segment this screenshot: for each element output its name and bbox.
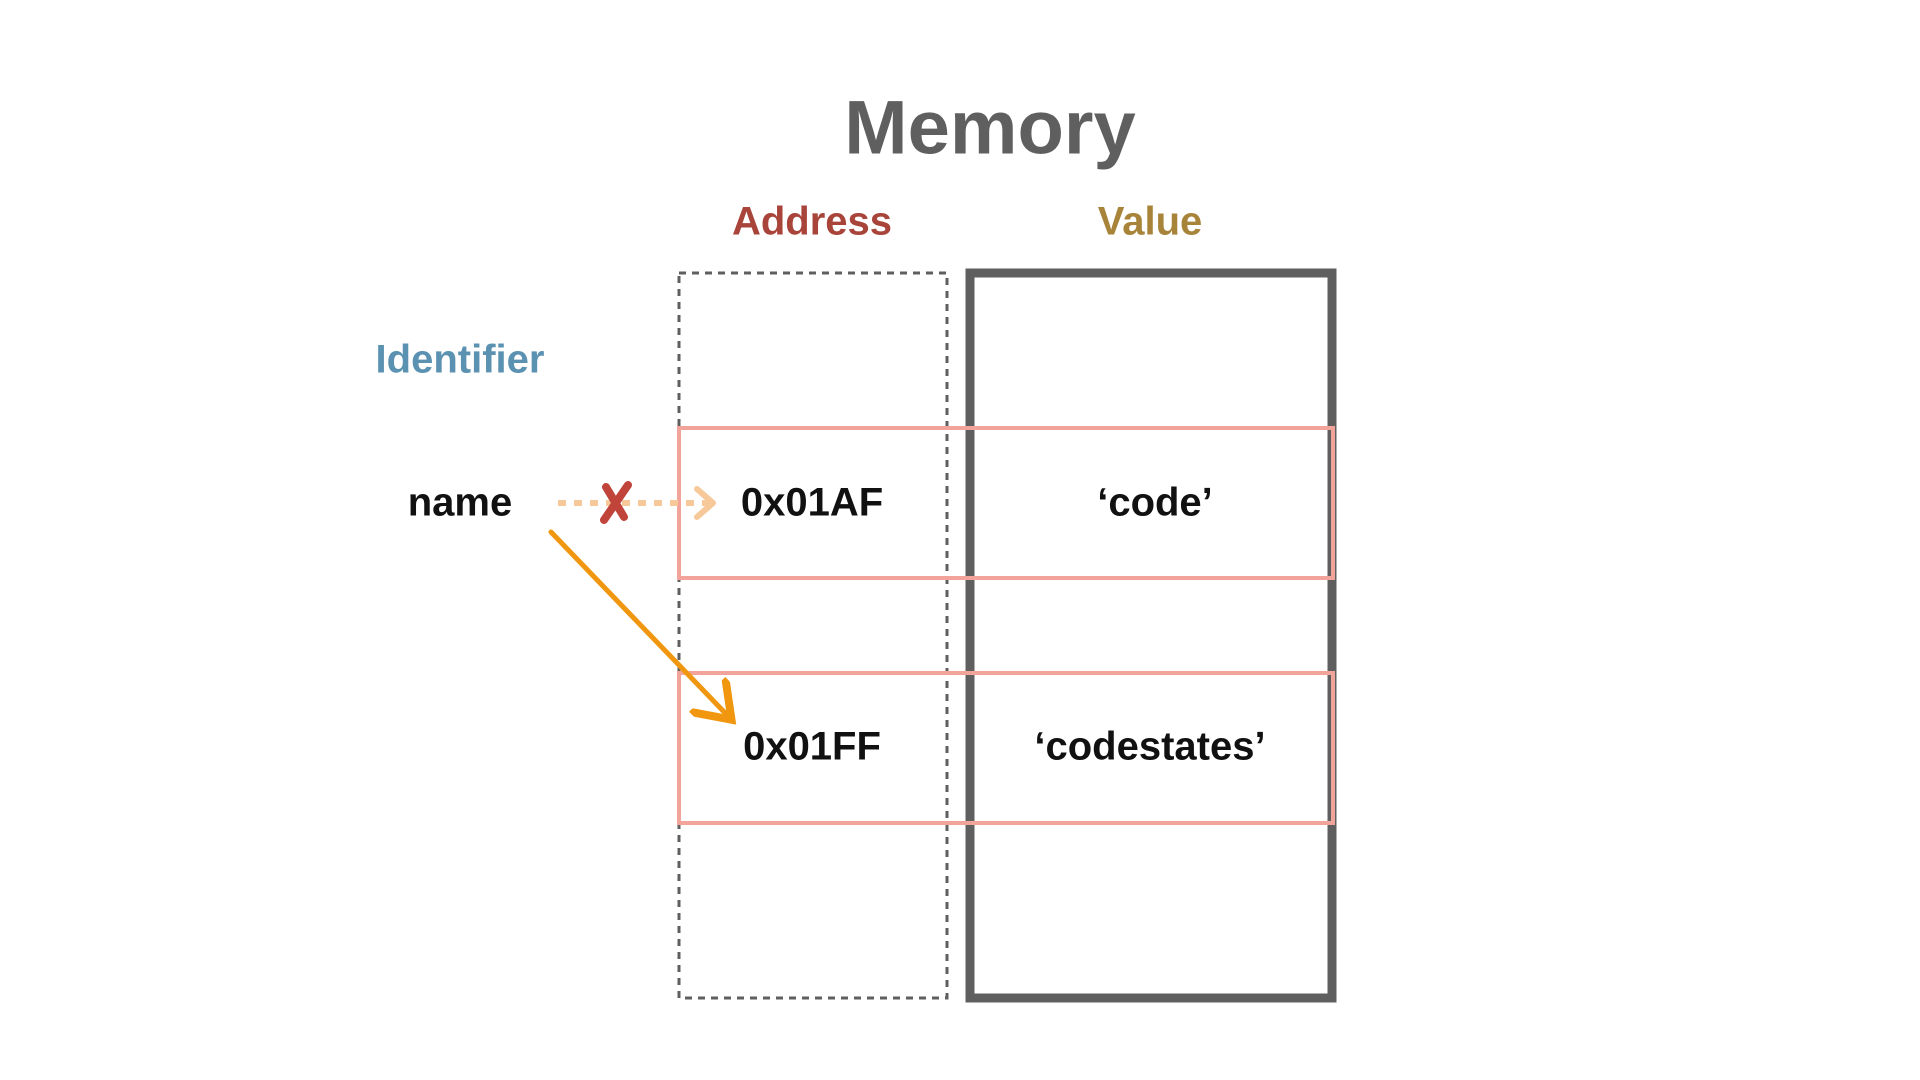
address-cell-1: 0x01AF [740, 480, 884, 525]
value-cell-2: ‘codestates’ [1034, 724, 1266, 769]
identifier-label: Identifier [375, 337, 545, 382]
address-column-border [677, 271, 949, 1000]
cross-mark-icon [600, 481, 632, 524]
diagram-title: Memory [844, 85, 1136, 171]
new-pointer-arrow [548, 529, 728, 716]
memory-cell-1-highlight [677, 426, 1335, 580]
value-header: Value [1097, 199, 1203, 244]
old-pointer-arrowhead [694, 486, 716, 520]
memory-cell-2-highlight [677, 671, 1335, 825]
address-cell-2: 0x01FF [743, 724, 881, 769]
value-cell-1: ‘code’ [1097, 480, 1213, 525]
variable-name: name [407, 480, 513, 525]
value-column-border [965, 268, 1337, 1003]
address-header: Address [731, 199, 893, 244]
